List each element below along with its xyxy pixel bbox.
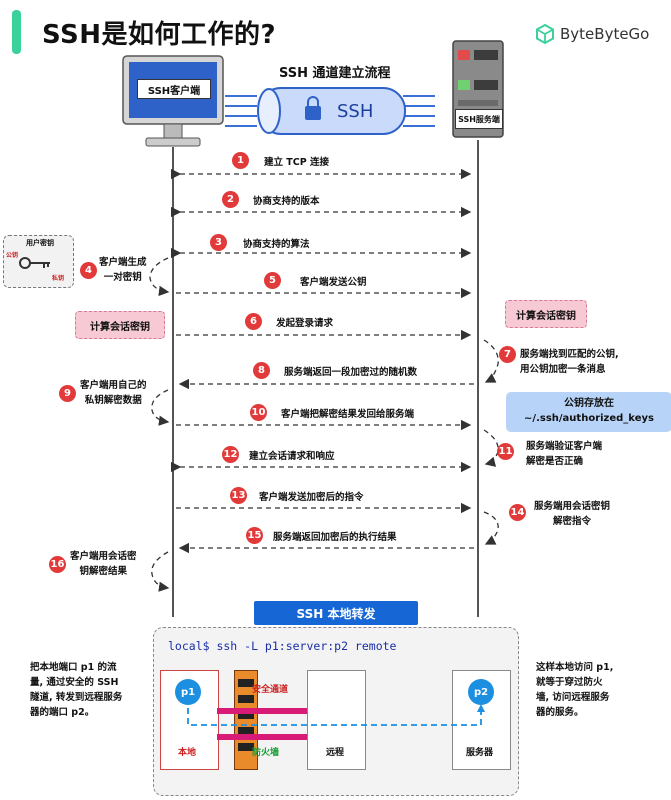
loop-step-9 [151, 389, 170, 426]
step-text-3: 协商支持的算法 [243, 239, 310, 250]
local-label: 本地 [178, 748, 197, 758]
local-forward-title: SSH 本地转发 [254, 601, 418, 625]
step-number-10: 10 [250, 404, 267, 421]
step-text-1: 建立 TCP 连接 [264, 157, 330, 168]
client-label-box: SSH客户端 [137, 79, 211, 99]
step-number-8: 8 [253, 362, 270, 379]
session-key-left-badge: 计算会话密钥 [75, 311, 165, 339]
ssh-tunnel-graphic [225, 87, 435, 135]
step-number-2: 2 [222, 191, 239, 208]
forward-tunnel-lines [187, 704, 485, 740]
server-box-label: 服务器 [466, 748, 494, 758]
step-number-3: 3 [210, 234, 227, 251]
loop-step-4 [149, 257, 170, 297]
step-number-16: 16 [49, 556, 66, 573]
step-number-11: 11 [497, 443, 514, 460]
step-number-1: 1 [232, 152, 249, 169]
step-text-11: 服务端验证客户端 解密是否正确 [526, 441, 603, 467]
forward-left-note: 把本地端口 p1 的流 量, 通过安全的 SSH 隧道, 转发到远程服务 器的端… [30, 662, 123, 718]
remote-box [307, 670, 366, 770]
step-text-13: 客户端发送加密后的指令 [259, 492, 364, 503]
step-text-16: 客户端用会话密 钥解密结果 [70, 551, 137, 577]
port-p2-badge: p2 [468, 679, 494, 705]
client-label: SSH客户端 [147, 85, 201, 97]
page-title: SSH是如何工作的? [42, 20, 277, 50]
step-text-15: 服务端返回加密后的执行结果 [273, 532, 397, 543]
step-text-12: 建立会话请求和响应 [249, 451, 335, 462]
sequence-arrows [149, 168, 499, 592]
step-number-4: 4 [80, 262, 97, 279]
step-number-6: 6 [245, 313, 262, 330]
step-number-13: 13 [230, 487, 247, 504]
tunnel-label: SSH [337, 101, 374, 122]
step-text-4: 客户端生成 一对密钥 [99, 257, 147, 283]
port-p1-badge: p1 [175, 679, 201, 705]
step-text-7: 服务端找到匹配的公钥, 用公钥加密一条消息 [520, 349, 619, 375]
forward-right-note: 这样本地访问 p1, 就等于穿过防火 墙, 访问远程服务 器的服务。 [536, 662, 614, 718]
brand-name: ByteByteGo [560, 25, 650, 43]
step-text-10: 客户端把解密结果发回给服务端 [281, 409, 415, 420]
step-text-2: 协商支持的版本 [253, 196, 320, 207]
server-label-box: SSH服务端 [455, 109, 503, 129]
step-number-5: 5 [264, 272, 281, 289]
loop-step-16 [151, 551, 170, 592]
step-text-9: 客户端用自己的 私钥解密数据 [80, 380, 147, 406]
key-pair-icon [19, 257, 50, 269]
client-lifeline [172, 147, 174, 617]
loop-step-7 [483, 339, 499, 383]
user-key-label: 用户密钥 [26, 239, 54, 247]
forward-command: local$ ssh -L p1:server:p2 remote [168, 639, 397, 653]
user-key-box: 用户密钥 公钥 私钥 [3, 235, 74, 288]
secure-channel-label: 安全通道 [252, 685, 289, 695]
session-key-left-label: 计算会话密钥 [90, 321, 150, 333]
session-key-right-label: 计算会话密钥 [516, 310, 576, 322]
loop-step-14 [483, 511, 499, 545]
step-number-7: 7 [499, 346, 516, 363]
server-label: SSH服务端 [458, 114, 500, 124]
firewall-wall [234, 670, 258, 770]
step-number-14: 14 [509, 504, 526, 521]
pubkey-storage-note: 公钥存放在 ~/.ssh/authorized_keys [506, 392, 671, 432]
loop-step-11 [483, 429, 499, 467]
step-number-15: 15 [246, 527, 263, 544]
firewall-label: 防火墙 [252, 748, 280, 758]
server-lifeline [477, 140, 479, 617]
step-number-9: 9 [59, 385, 76, 402]
remote-label: 远程 [326, 748, 345, 758]
brand-cube-icon [536, 24, 554, 44]
public-key-label: 公钥 [6, 252, 19, 259]
step-text-6: 发起登录请求 [276, 318, 334, 329]
private-key-label: 私钥 [52, 275, 65, 282]
brand-logo: ByteByteGo [535, 24, 649, 44]
step-text-5: 客户端发送公钥 [300, 277, 367, 288]
title-accent-bar [12, 10, 21, 54]
diagram-subtitle: SSH 通道建立流程 [279, 66, 391, 81]
step-number-12: 12 [222, 446, 239, 463]
step-text-8: 服务端返回一段加密过的随机数 [284, 367, 418, 378]
session-key-right-badge: 计算会话密钥 [505, 300, 587, 328]
step-text-14: 服务端用会话密钥 解密指令 [534, 501, 611, 527]
client-monitor-icon [122, 55, 224, 147]
